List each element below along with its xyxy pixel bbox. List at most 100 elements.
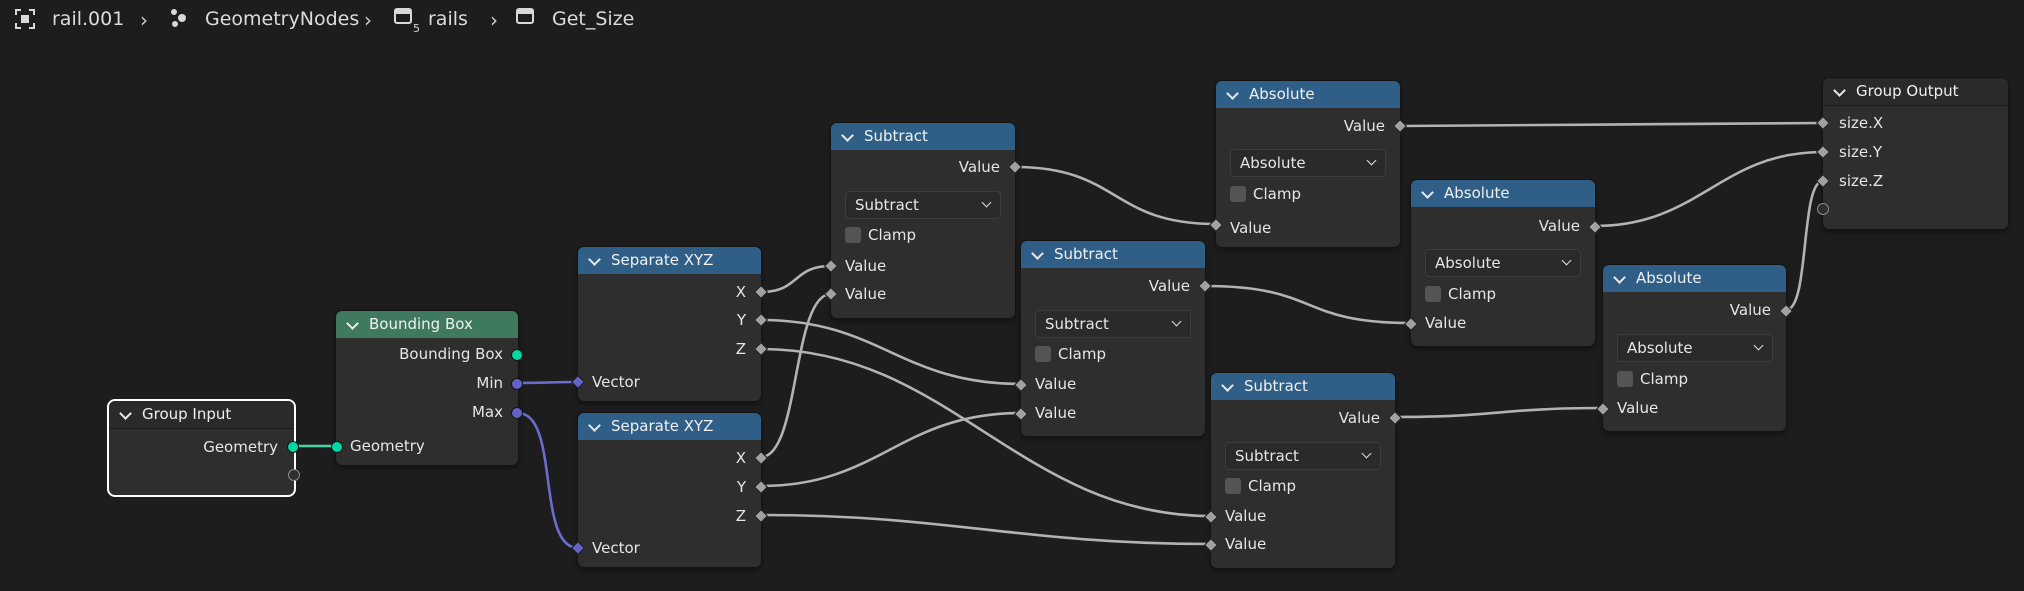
socket-label-value-1: Value bbox=[1035, 375, 1077, 393]
clamp-checkbox[interactable] bbox=[1225, 478, 1241, 494]
link-sep2z-sub3 bbox=[759, 513, 1213, 546]
node-header[interactable]: Bounding Box bbox=[336, 311, 518, 338]
operation-dropdown[interactable]: Absolute bbox=[1425, 249, 1581, 277]
clamp-checkbox[interactable] bbox=[1035, 346, 1051, 362]
node-header[interactable]: Separate XYZ bbox=[578, 247, 761, 274]
object-icon bbox=[15, 9, 35, 29]
output-socket-geometry[interactable] bbox=[287, 441, 299, 453]
link-abs3-sizez bbox=[1784, 179, 1825, 312]
input-socket-empty[interactable] bbox=[1817, 203, 1829, 215]
link-abs2-sizey bbox=[1593, 150, 1825, 228]
socket-label-z: Z bbox=[735, 340, 746, 358]
node-header[interactable]: Subtract bbox=[1211, 373, 1395, 400]
link-sep1x-sub1 bbox=[759, 264, 833, 294]
node-subtract-3[interactable]: Subtract Value Subtract Clamp Value Valu… bbox=[1203, 373, 1403, 568]
node-group-input[interactable]: Group Input Geometry bbox=[109, 401, 300, 495]
chevron-down-icon bbox=[1366, 155, 1377, 166]
socket-label-geometry: Geometry bbox=[350, 437, 425, 455]
node-header[interactable]: Group Input bbox=[109, 401, 294, 429]
node-header[interactable]: Absolute bbox=[1216, 81, 1400, 108]
node-absolute-2[interactable]: Absolute Value Absolute Clamp Value bbox=[1403, 180, 1603, 346]
breadcrumb-object[interactable]: rail.001 bbox=[52, 8, 125, 30]
operation-dropdown[interactable]: Subtract bbox=[1225, 442, 1381, 470]
link-sep1y-sub2 bbox=[759, 318, 1023, 386]
socket-label-value-2: Value bbox=[845, 285, 887, 303]
socket-label-value: Value bbox=[1148, 277, 1190, 295]
socket-label-value: Value bbox=[1538, 217, 1580, 235]
output-socket-min[interactable] bbox=[511, 378, 523, 390]
link-sep2y-sub2 bbox=[759, 411, 1023, 488]
socket-label-value-1: Value bbox=[1230, 219, 1272, 237]
link-min-vector bbox=[516, 380, 580, 385]
node-header[interactable]: Subtract bbox=[831, 123, 1015, 150]
operation-dropdown[interactable]: Absolute bbox=[1617, 334, 1773, 362]
input-socket-geometry[interactable] bbox=[331, 441, 343, 453]
operation-dropdown[interactable]: Subtract bbox=[1035, 310, 1191, 338]
clamp-checkbox[interactable] bbox=[1425, 286, 1441, 302]
clamp-label: Clamp bbox=[868, 226, 916, 244]
output-socket-bounding-box[interactable] bbox=[511, 349, 523, 361]
socket-label-max: Max bbox=[471, 403, 503, 421]
socket-label-value-2: Value bbox=[1225, 535, 1267, 553]
link-sub2-abs2 bbox=[1203, 284, 1413, 325]
socket-label-y: Y bbox=[736, 311, 746, 329]
clamp-checkbox[interactable] bbox=[845, 227, 861, 243]
clamp-checkbox[interactable] bbox=[1617, 371, 1633, 387]
chevron-down-icon bbox=[981, 197, 992, 208]
socket-label-bounding-box: Bounding Box bbox=[399, 345, 503, 363]
socket-label-geometry: Geometry bbox=[203, 438, 278, 456]
link-sub1-abs1 bbox=[1013, 165, 1218, 226]
socket-label-value-1: Value bbox=[1225, 507, 1267, 525]
socket-label-vector: Vector bbox=[592, 373, 640, 391]
operation-dropdown[interactable]: Absolute bbox=[1230, 149, 1386, 177]
node-header[interactable]: Separate XYZ bbox=[578, 413, 761, 440]
node-header[interactable]: Absolute bbox=[1603, 265, 1786, 292]
clamp-label: Clamp bbox=[1640, 370, 1688, 388]
socket-label-x: X bbox=[735, 449, 746, 467]
node-subtract-2[interactable]: Subtract Value Subtract Clamp Value Valu… bbox=[1013, 241, 1213, 436]
chevron-down-icon bbox=[1171, 316, 1182, 327]
breadcrumb-modifier[interactable]: GeometryNodes bbox=[205, 8, 360, 30]
node-subtract-1[interactable]: Subtract Value Subtract Clamp Value Valu… bbox=[823, 123, 1023, 318]
chevron-down-icon bbox=[1361, 448, 1372, 459]
socket-label-value: Value bbox=[958, 158, 1000, 176]
clamp-checkbox[interactable] bbox=[1230, 186, 1246, 202]
output-socket-max[interactable] bbox=[511, 407, 523, 419]
node-group-icon bbox=[516, 8, 534, 24]
output-socket-empty[interactable] bbox=[288, 469, 300, 481]
socket-label-value-1: Value bbox=[1617, 399, 1659, 417]
socket-label-y: Y bbox=[736, 478, 746, 496]
clamp-label: Clamp bbox=[1248, 477, 1296, 495]
socket-label-value: Value bbox=[1729, 301, 1771, 319]
node-absolute-3[interactable]: Absolute Value Absolute Clamp Value bbox=[1595, 265, 1794, 431]
chevron-right-icon: › bbox=[490, 8, 498, 32]
operation-dropdown[interactable]: Subtract bbox=[845, 191, 1001, 219]
socket-label-size-x: size.X bbox=[1839, 114, 1884, 132]
clamp-label: Clamp bbox=[1253, 185, 1301, 203]
chevron-right-icon: › bbox=[140, 8, 148, 32]
socket-label-value: Value bbox=[1343, 117, 1385, 135]
socket-label-vector: Vector bbox=[592, 539, 640, 557]
node-header[interactable]: Absolute bbox=[1411, 180, 1595, 207]
breadcrumb-group-rails[interactable]: rails bbox=[428, 8, 468, 30]
chevron-down-icon bbox=[1753, 340, 1764, 351]
socket-label-value-2: Value bbox=[1035, 404, 1077, 422]
breadcrumb: rail.001 › GeometryNodes › 5 rails › Get… bbox=[0, 0, 2024, 38]
node-header[interactable]: Subtract bbox=[1021, 241, 1205, 268]
link-sep2x-sub1 bbox=[759, 292, 833, 459]
socket-label-x: X bbox=[735, 283, 746, 301]
breadcrumb-group-get-size[interactable]: Get_Size bbox=[552, 8, 635, 30]
node-bounding-box[interactable]: Bounding Box Bounding Box Min Max Geomet… bbox=[331, 311, 523, 465]
clamp-label: Clamp bbox=[1448, 285, 1496, 303]
node-header[interactable]: Group Output bbox=[1823, 78, 2008, 106]
node-separate-xyz-2[interactable]: Separate XYZ X Y Z Vector bbox=[570, 413, 769, 567]
clamp-label: Clamp bbox=[1058, 345, 1106, 363]
geometry-nodes-icon bbox=[171, 9, 186, 27]
socket-label-z: Z bbox=[735, 507, 746, 525]
socket-label-value: Value bbox=[1338, 409, 1380, 427]
node-absolute-1[interactable]: Absolute Value Absolute Clamp Value bbox=[1208, 81, 1408, 247]
chevron-right-icon: › bbox=[364, 8, 372, 32]
node-group-output[interactable]: Group Output size.X size.Y size.Z bbox=[1815, 78, 2008, 229]
socket-label-value-1: Value bbox=[845, 257, 887, 275]
node-separate-xyz-1[interactable]: Separate XYZ X Y Z Vector bbox=[570, 247, 769, 401]
